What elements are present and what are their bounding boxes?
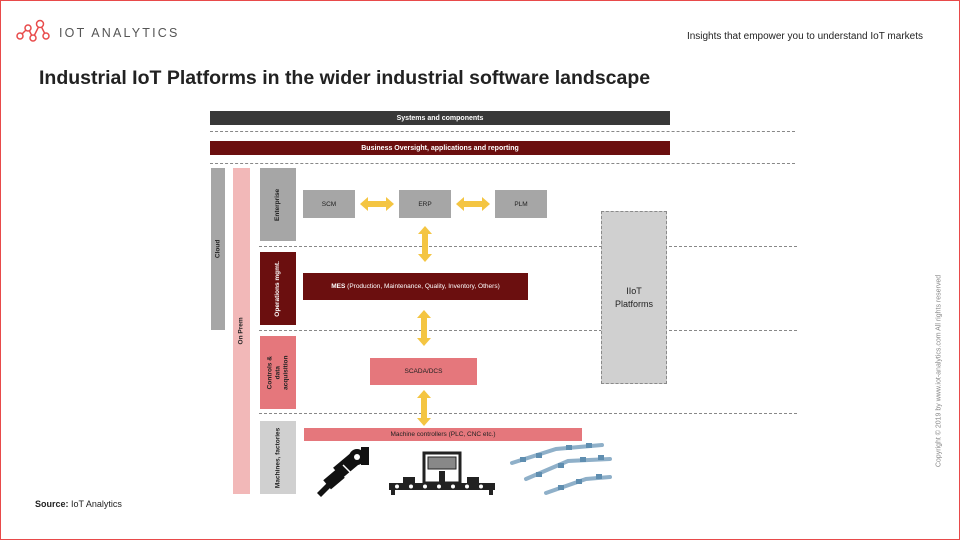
machines-layer-label: Machines, factories [260,421,296,494]
machine-controllers-label: Machine controllers (PLC, CNC etc.) [390,431,496,438]
controls-layer-label: Controls & data acquisition [260,336,296,409]
erp-mes-arrow-icon [418,226,432,262]
plm-label: PLM [514,200,528,208]
source-note: Source: IoT Analytics [35,499,122,509]
enterprise-layer-label: Enterprise [260,168,296,241]
copyright-text: Copyright © 2019 by www.iot-analytics.co… [935,274,943,468]
business-bar-label: Business Oversight, applications and rep… [361,144,519,152]
systems-bar-label: Systems and components [396,114,484,122]
source-text: IoT Analytics [71,499,122,509]
source-label: Source: [35,499,69,509]
page-title: Industrial IoT Platforms in the wider in… [39,67,651,89]
divider-line [259,330,797,331]
operations-layer-label: Operations mgmt. [260,252,296,325]
scada-machines-arrow-icon [417,390,431,426]
erp-label: ERP [418,200,432,208]
production-line-icon [389,451,495,495]
divider-line [259,246,797,247]
divider-line [210,131,795,132]
mes-scada-arrow-icon [417,310,431,346]
scm-box: SCM [303,190,355,218]
iiot-platforms-box: IIoT Platforms [601,211,667,384]
on-prem-column: On Prem [233,168,250,494]
logo-icon [16,19,50,42]
mes-bold-label: MES [331,283,346,290]
divider-line [259,413,797,414]
systems-bar: Systems and components [210,111,670,125]
scada-label: SCADA/DCS [404,368,443,375]
business-bar: Business Oversight, applications and rep… [210,141,670,155]
divider-line [210,163,795,164]
plm-box: PLM [495,190,547,218]
mes-box: MES (Production, Maintenance, Quality, I… [303,273,528,300]
factory-conveyor-icon [510,443,612,495]
cloud-column: Cloud [211,168,225,330]
robot-arm-icon [317,447,369,497]
erp-box: ERP [399,190,451,218]
machine-controllers-bar: Machine controllers (PLC, CNC etc.) [304,428,582,441]
mes-detail-label: (Production, Maintenance, Quality, Inven… [345,283,500,290]
tagline: Insights that empower you to understand … [686,31,923,42]
iiot-platforms-label: IIoT Platforms [614,285,653,309]
erp-plm-arrow-icon [456,197,490,211]
scada-box: SCADA/DCS [370,358,477,385]
scm-label: SCM [321,200,337,208]
scm-erp-arrow-icon [360,197,394,211]
logo-text: IOT ANALYTICS [59,26,180,40]
